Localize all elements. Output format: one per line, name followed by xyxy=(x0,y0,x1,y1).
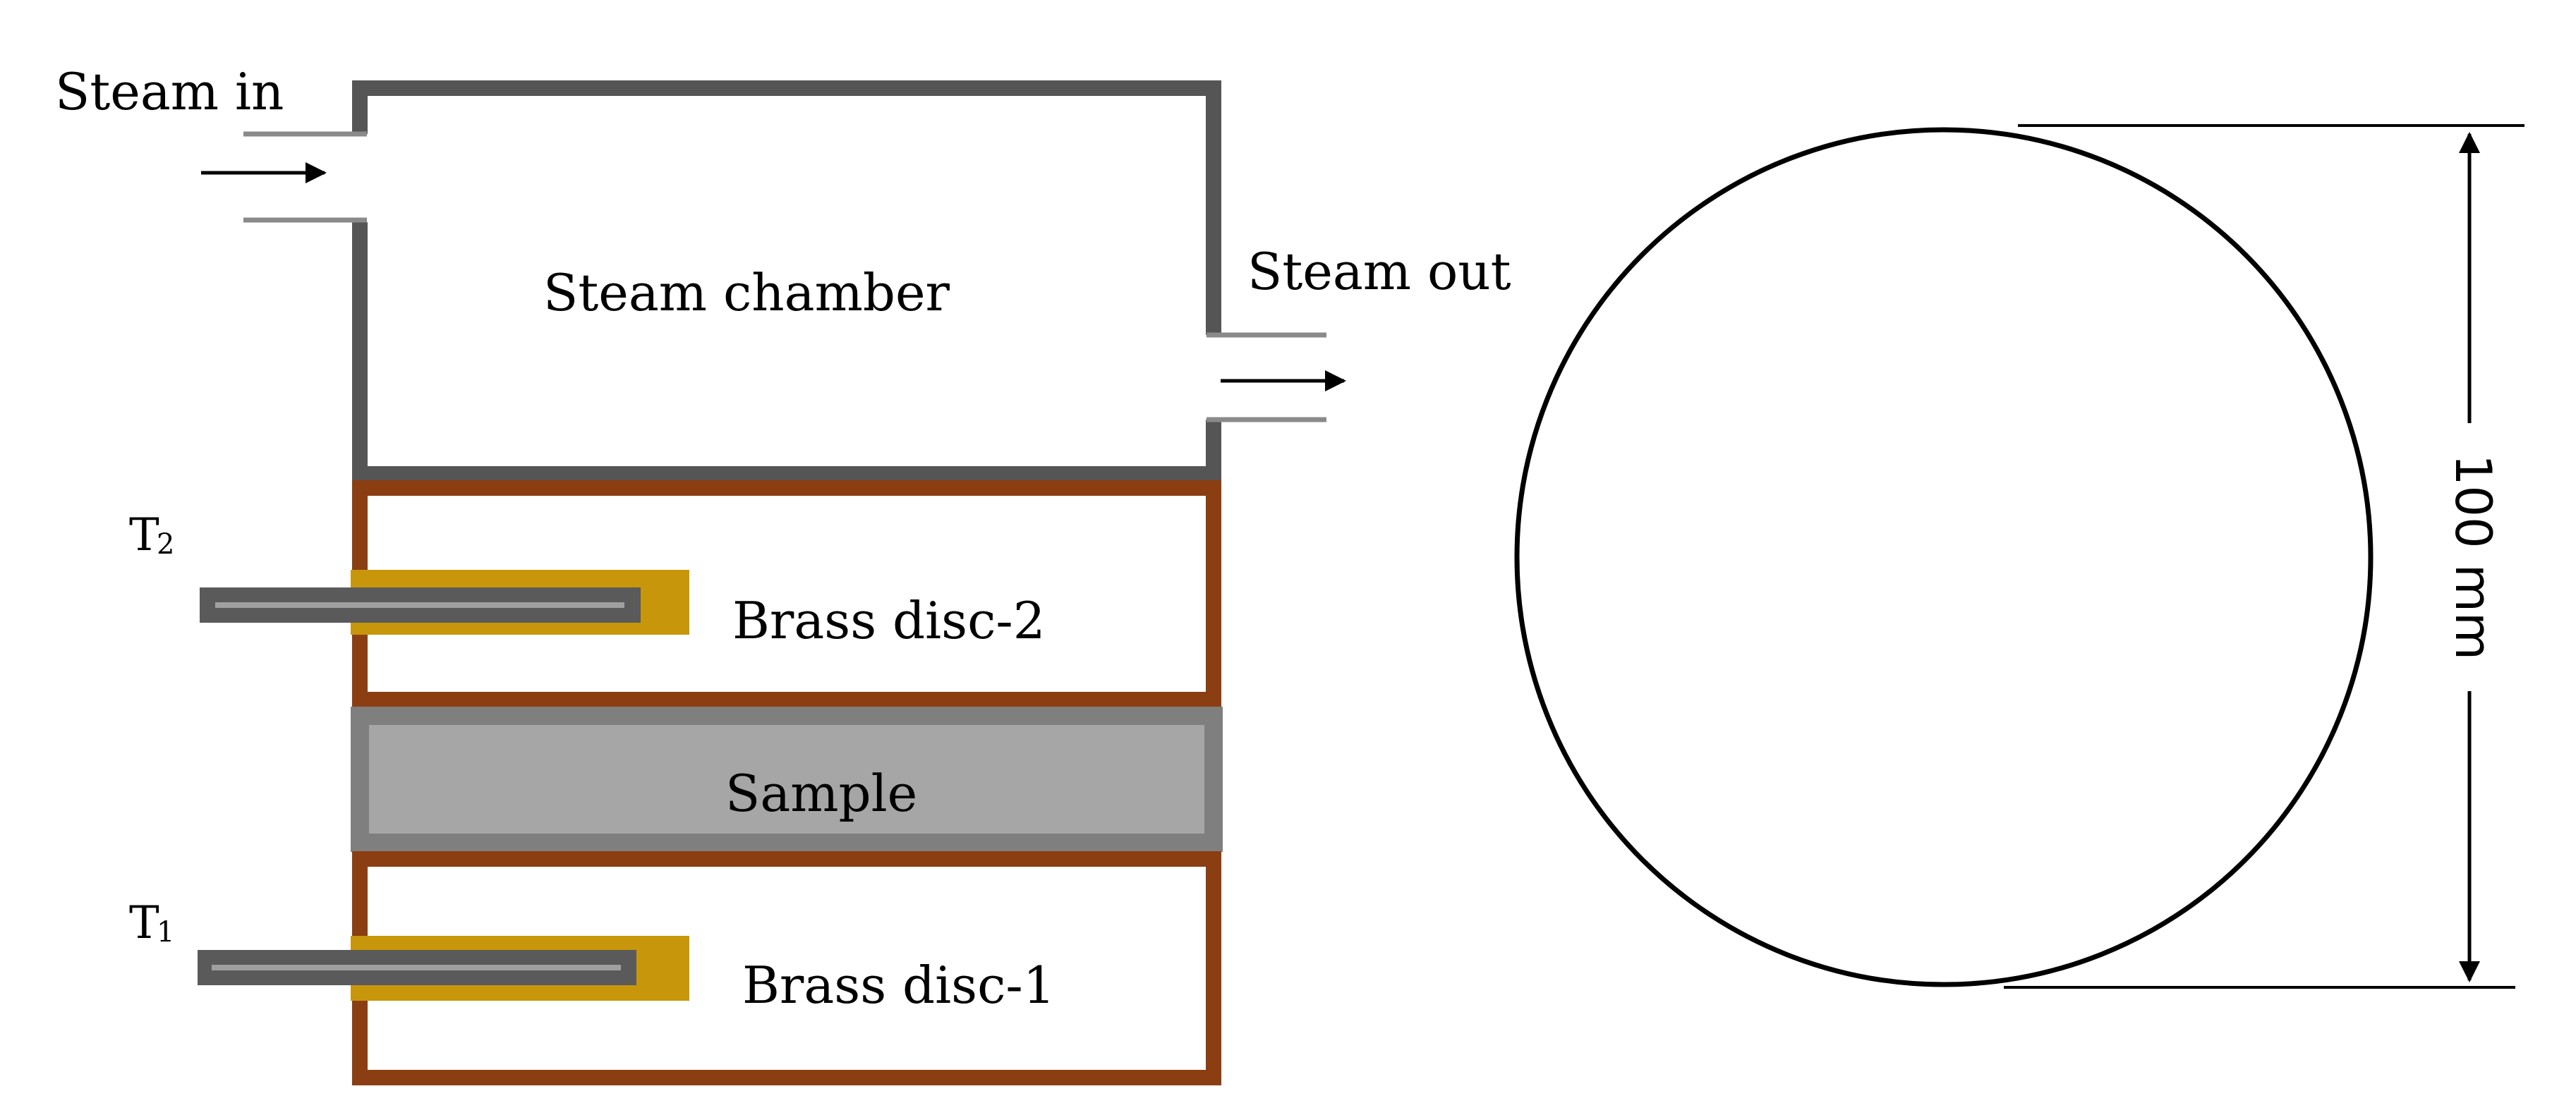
steam-out-label: Steam out xyxy=(1247,242,1511,301)
brass-disc-1-label: Brass disc-1 xyxy=(742,956,1056,1015)
steam-chamber-label: Steam chamber xyxy=(543,263,950,322)
diameter-dimension: 100 mm xyxy=(2004,124,2524,989)
t2-label-main: T xyxy=(129,509,159,561)
t2-label-subscript: 2 xyxy=(157,528,174,561)
steam-chamber xyxy=(352,80,1221,482)
disc-top-view xyxy=(1514,127,2374,987)
thermocouple-t2 xyxy=(200,570,689,635)
t1-label: T 1 xyxy=(129,897,174,949)
dimension-label: 100 mm xyxy=(2444,454,2502,660)
t1-label-subscript: 1 xyxy=(157,916,174,949)
t2-label: T 2 xyxy=(129,509,174,561)
steam-chamber-top-wall xyxy=(352,80,1221,335)
steam-chamber-bottom-wall xyxy=(352,222,1221,482)
sample-layer xyxy=(351,707,1223,852)
sample-label: Sample xyxy=(725,764,917,823)
steam-inlet-pipe xyxy=(201,131,367,223)
steam-in-label: Steam in xyxy=(55,62,284,121)
thermocouple-t1 xyxy=(198,936,689,1001)
steam-outlet-pipe xyxy=(1207,332,1346,422)
t1-label-main: T xyxy=(129,897,159,949)
brass-disc-2-label: Brass disc-2 xyxy=(732,591,1046,650)
brass-disc-1 xyxy=(352,851,1221,1085)
